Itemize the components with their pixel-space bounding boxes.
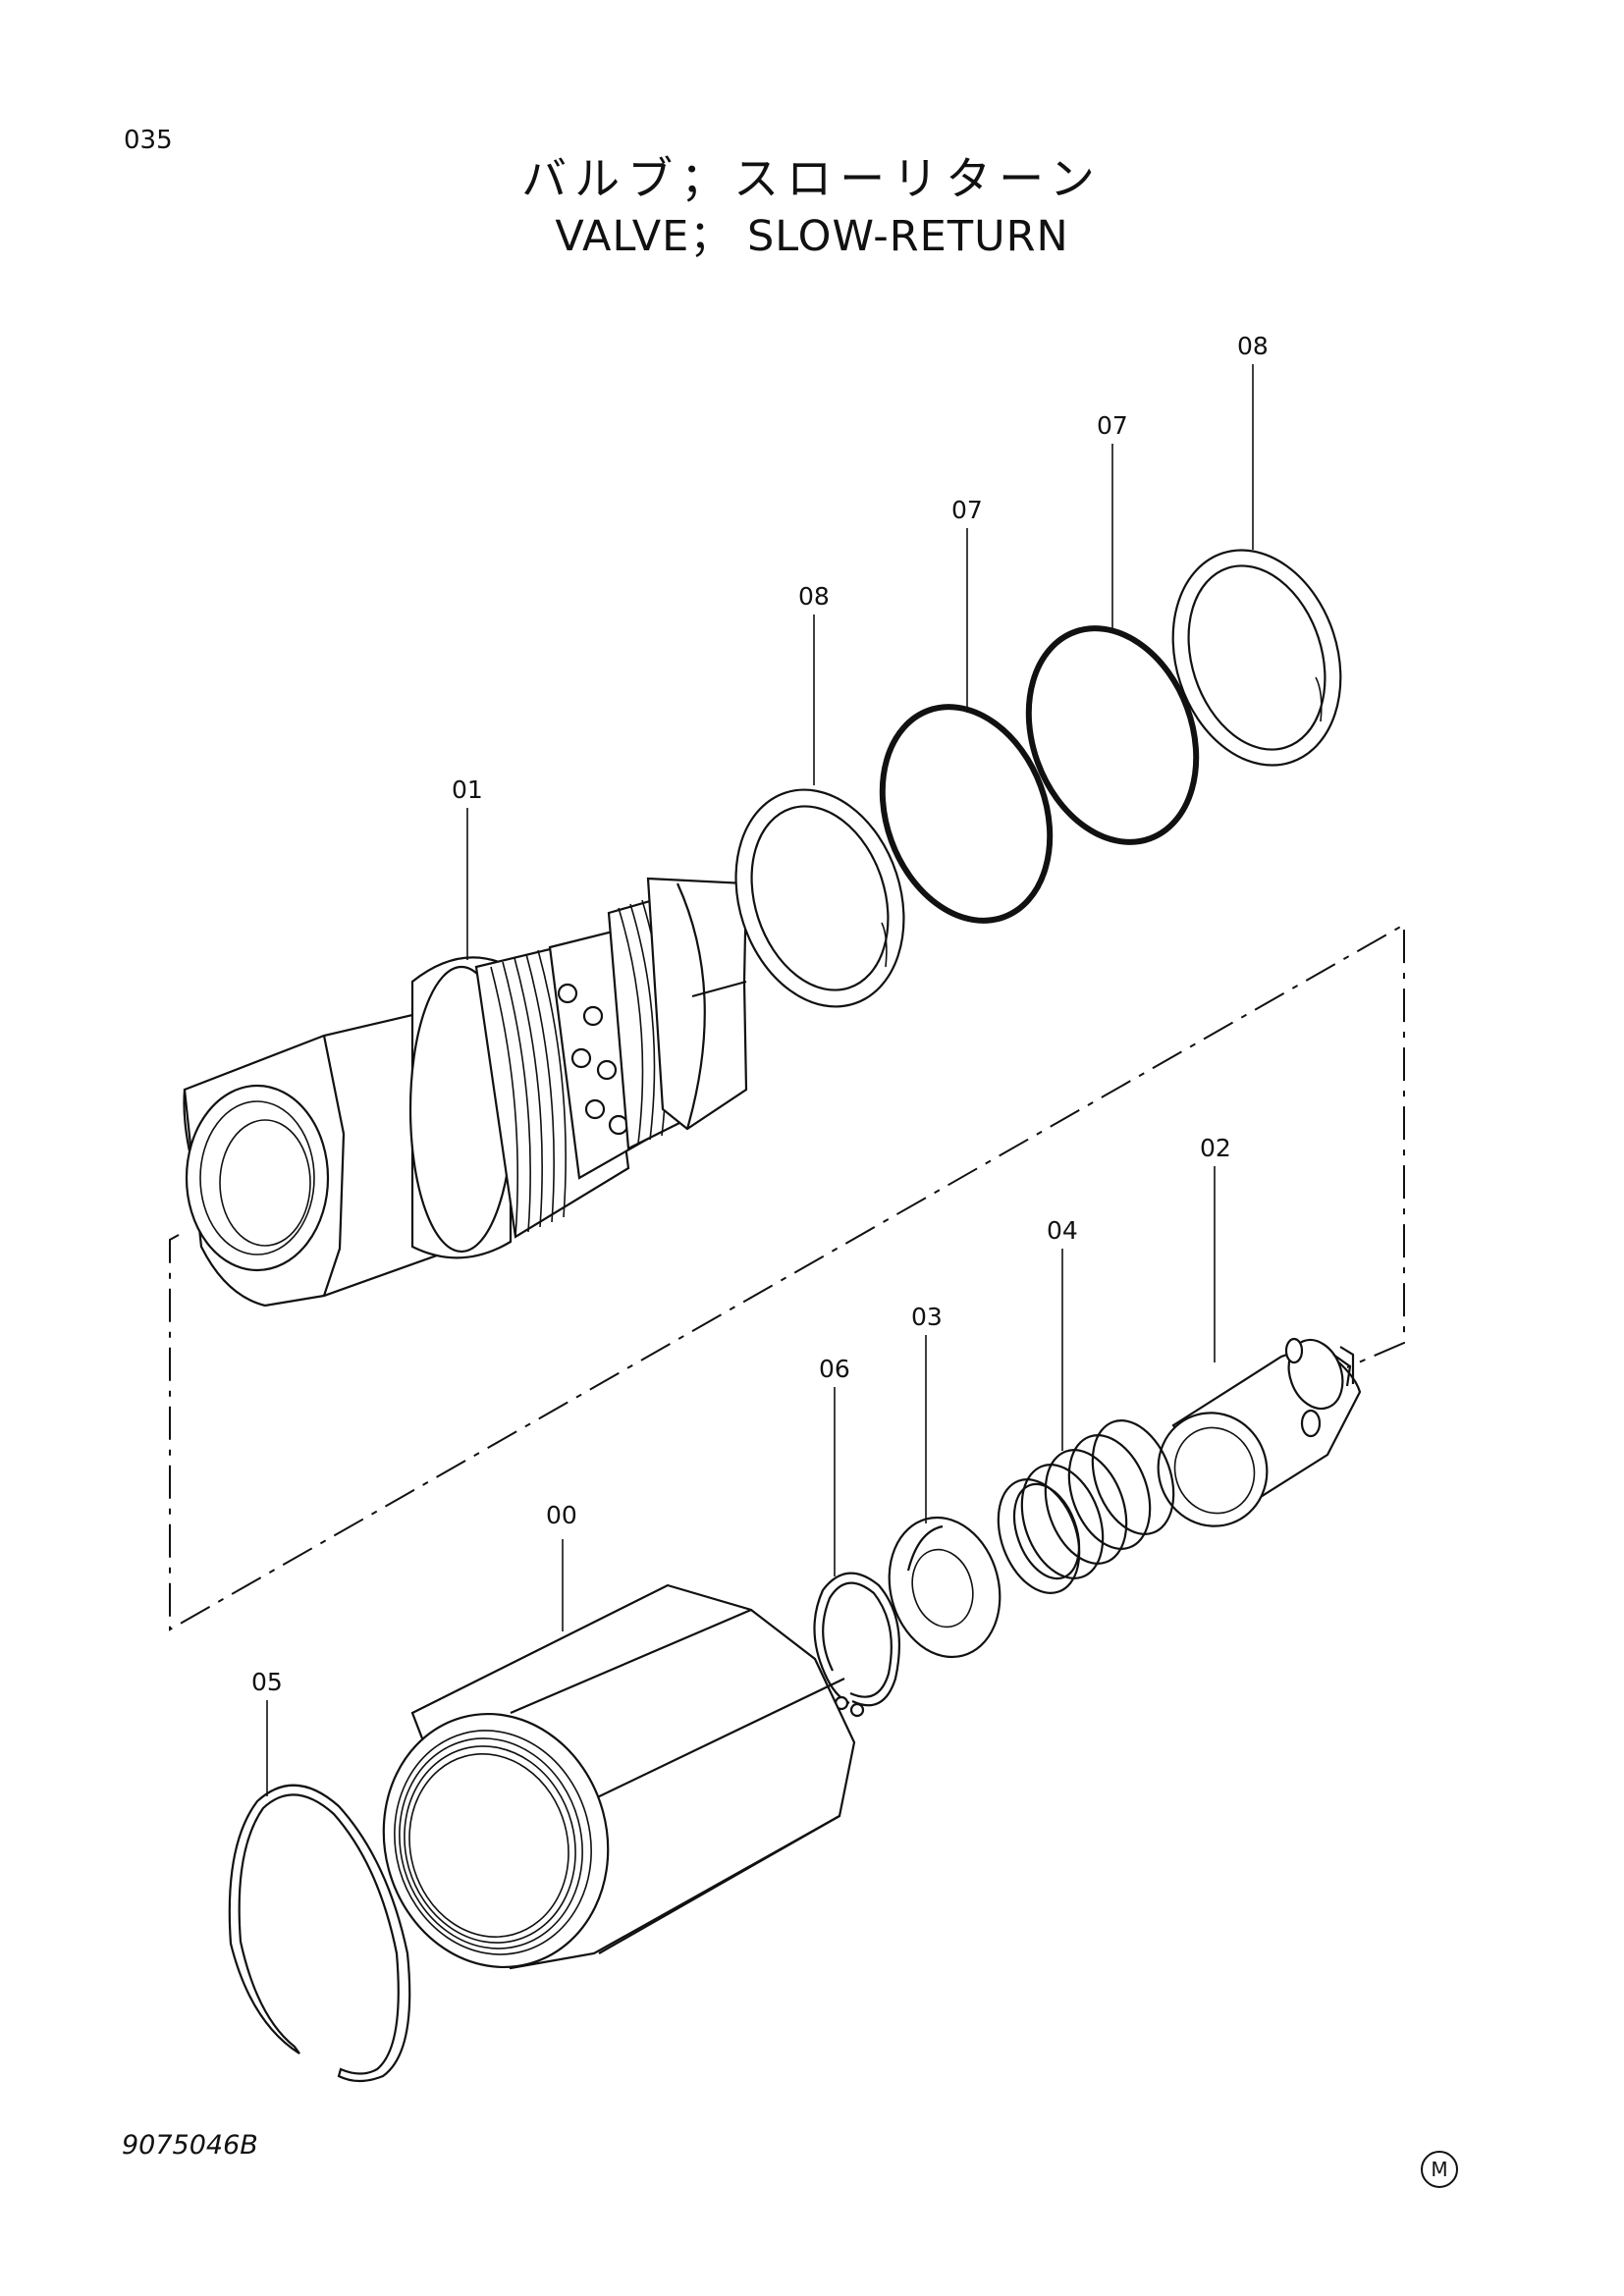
part-03-seat — [888, 1516, 1001, 1659]
callout-01: 01 — [452, 775, 483, 804]
callout-02: 02 — [1200, 1134, 1231, 1162]
callout-04: 04 — [1047, 1216, 1078, 1245]
leader-lines — [266, 364, 1254, 1796]
part-00-hex-case — [382, 1583, 856, 1970]
callout-08-front: 08 — [798, 582, 830, 611]
callout-05: 05 — [251, 1668, 283, 1696]
circled-m-mark: M — [1421, 2151, 1458, 2188]
title-japanese: バルブ；スローリターン — [521, 152, 1103, 205]
callout-08-rear: 08 — [1237, 332, 1269, 360]
part-07-o-ring-rear — [1025, 625, 1200, 845]
part-02-poppet — [1157, 1337, 1362, 1527]
callout-07-rear: 07 — [1097, 411, 1128, 440]
part-01-valve-body — [183, 877, 748, 1308]
part-08-backup-ring-rear — [1171, 549, 1342, 767]
part-04-spring — [997, 1419, 1175, 1594]
part-07-o-ring-front — [879, 704, 1054, 924]
drawing-number: 9075046B — [122, 2130, 258, 2161]
callout-03: 03 — [911, 1303, 943, 1331]
page-number: 035 — [124, 126, 173, 155]
part-06-snap-ring — [813, 1572, 900, 1718]
callout-00: 00 — [546, 1501, 577, 1529]
callout-07-front: 07 — [951, 496, 983, 524]
callout-06: 06 — [819, 1355, 850, 1383]
part-05-retaining-ring — [228, 1784, 411, 2083]
assembly-guide-line — [169, 923, 1405, 1631]
part-08-backup-ring-front — [734, 788, 905, 1008]
title-english: VALVE； SLOW-RETURN — [555, 212, 1069, 261]
